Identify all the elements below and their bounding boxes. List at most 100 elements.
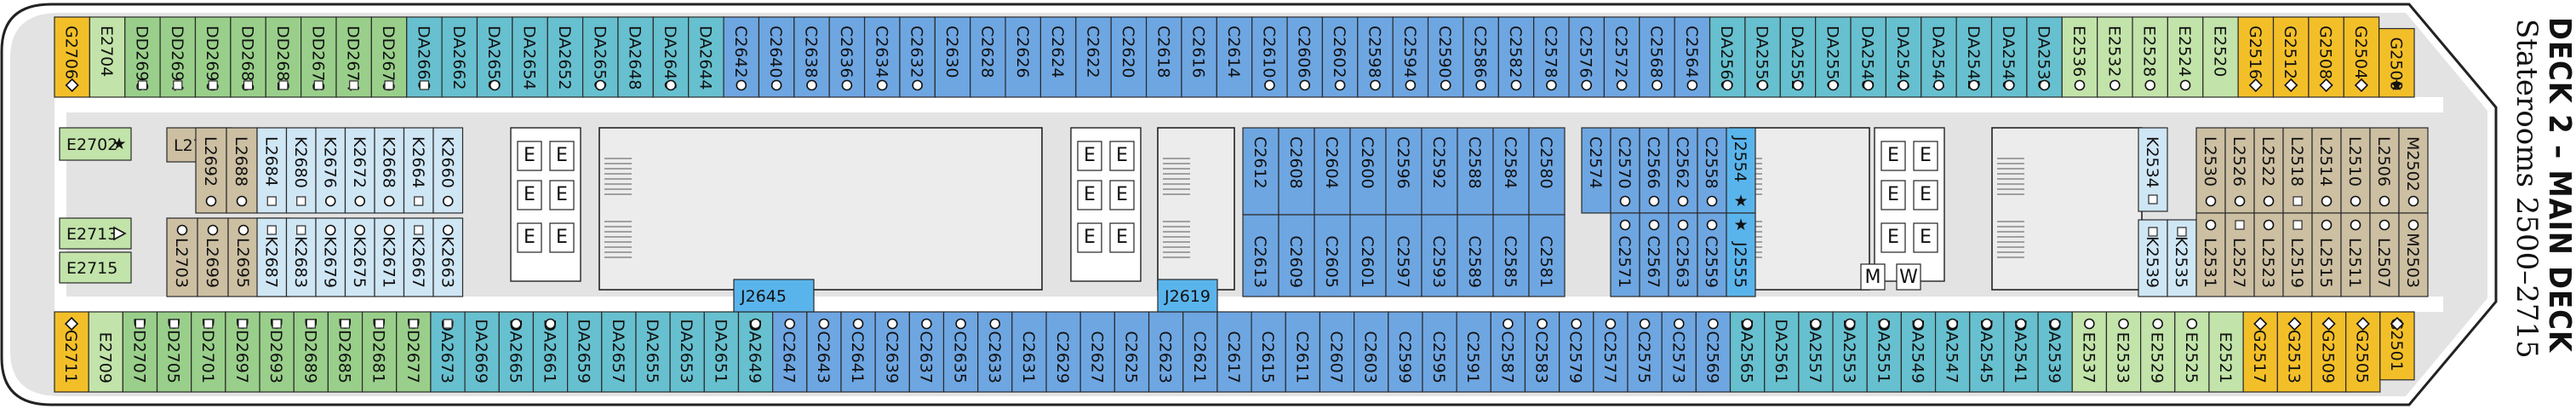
stateroom-c2583[interactable]: C2583	[1524, 311, 1560, 393]
stateroom-c2594[interactable]: C2594	[1392, 16, 1429, 98]
stateroom-e2521[interactable]: E2521	[2208, 311, 2244, 393]
stateroom-c2575[interactable]: C2575	[1627, 311, 1663, 393]
stateroom-l2522[interactable]: L2522	[2253, 127, 2284, 214]
stateroom-c2567[interactable]: C2567	[1639, 212, 1669, 297]
stateroom-k2664[interactable]: K2664	[403, 127, 434, 214]
stateroom-c2562[interactable]: C2562	[1668, 127, 1698, 214]
stateroom-dd2690[interactable]: DD2690	[194, 16, 232, 98]
stateroom-e2704[interactable]: E2704	[89, 16, 126, 98]
stateroom-j2555[interactable]: J2555★	[1726, 212, 1756, 297]
stateroom-c2625[interactable]: C2625	[1113, 311, 1150, 393]
stateroom-c2585[interactable]: C2585	[1492, 214, 1530, 297]
stateroom-da2644[interactable]: DA2644	[688, 16, 724, 98]
stateroom-g2501[interactable]: G2501	[2379, 311, 2415, 381]
stateroom-e2528[interactable]: E2528	[2132, 16, 2168, 98]
stateroom-da2669[interactable]: DA2669	[464, 311, 500, 393]
stateroom-c2636[interactable]: C2636	[828, 16, 866, 98]
stateroom-da2542[interactable]: DA2542	[1955, 16, 1993, 98]
stateroom-g2504[interactable]: G2504	[2343, 16, 2380, 98]
stateroom-c2628[interactable]: C2628	[970, 16, 1006, 98]
stateroom-c2597[interactable]: C2597	[1385, 214, 1423, 297]
stateroom-c2558[interactable]: C2558	[1697, 127, 1727, 214]
stateroom-c2608[interactable]: C2608	[1278, 127, 1315, 216]
stateroom-l2507[interactable]: L2507	[2369, 212, 2400, 297]
stateroom-c2572[interactable]: C2572	[1603, 16, 1640, 98]
stateroom-da2666[interactable]: DA2666	[406, 16, 443, 98]
stateroom-da2650[interactable]: DA2650	[581, 16, 619, 98]
stateroom-e2537[interactable]: E2537	[2071, 311, 2108, 393]
stateroom-l2688[interactable]: L2688	[226, 127, 258, 214]
stateroom-g2516[interactable]: G2516	[2237, 16, 2275, 98]
stateroom-c2643[interactable]: C2643	[806, 311, 842, 393]
stateroom-g2512[interactable]: G2512	[2272, 16, 2310, 98]
stateroom-c2606[interactable]: C2606	[1286, 16, 1324, 98]
stateroom-k2535[interactable]: K2535	[2167, 219, 2197, 297]
stateroom-dd2698[interactable]: DD2698	[124, 16, 161, 98]
stateroom-k2687[interactable]: K2687	[256, 217, 288, 297]
stateroom-c2599[interactable]: C2599	[1388, 311, 1423, 393]
stateroom-g2500[interactable]: G2500★	[2379, 27, 2415, 98]
stateroom-l2515[interactable]: L2515	[2311, 212, 2342, 297]
stateroom-e2520[interactable]: E2520	[2202, 16, 2239, 98]
stateroom-e2709[interactable]: E2709	[88, 311, 123, 393]
stateroom-l2527[interactable]: L2527	[2224, 212, 2255, 297]
stateroom-c2614[interactable]: C2614	[1216, 16, 1253, 98]
stateroom-da2556[interactable]: DA2556	[1744, 16, 1781, 98]
stateroom-da2548[interactable]: DA2548	[1850, 16, 1887, 98]
stateroom-l2519[interactable]: L2519	[2282, 212, 2313, 297]
stateroom-e2529[interactable]: E2529	[2140, 311, 2176, 393]
stateroom-da2560[interactable]: DA2560	[1709, 16, 1746, 98]
stateroom-da2561[interactable]: DA2561	[1764, 311, 1800, 393]
stateroom-l2523[interactable]: L2523	[2253, 212, 2284, 297]
stateroom-da2652[interactable]: DA2652	[547, 16, 584, 98]
stateroom-da2545[interactable]: DA2545	[1969, 311, 2005, 393]
stateroom-da2662[interactable]: DA2662	[441, 16, 478, 98]
stateroom-dd2674[interactable]: DD2674	[335, 16, 372, 98]
stateroom-g2706[interactable]: G2706	[54, 16, 90, 98]
stateroom-da2658[interactable]: DA2658	[476, 16, 513, 98]
stateroom-k2539[interactable]: K2539	[2138, 219, 2168, 297]
stateroom-c2627[interactable]: C2627	[1079, 311, 1115, 393]
stateroom-c2591[interactable]: C2591	[1456, 311, 1491, 393]
stateroom-l2692[interactable]: L2692	[195, 127, 227, 214]
stateroom-dd2686[interactable]: DD2686	[230, 16, 266, 98]
stateroom-da2539[interactable]: DA2539	[2037, 311, 2073, 393]
stateroom-dd2701[interactable]: DD2701	[191, 311, 226, 393]
stateroom-c2574[interactable]: C2574	[1581, 127, 1611, 214]
stateroom-c2616[interactable]: C2616	[1181, 16, 1217, 98]
stateroom-k2679[interactable]: K2679	[315, 217, 346, 297]
stateroom-c2568[interactable]: C2568	[1639, 16, 1675, 98]
stateroom-c2587[interactable]: C2587	[1490, 311, 1526, 393]
stateroom-c2582[interactable]: C2582	[1497, 16, 1535, 98]
stateroom-k2671[interactable]: K2671	[374, 217, 405, 297]
stateroom-c2638[interactable]: C2638	[793, 16, 830, 98]
stateroom-c2609[interactable]: C2609	[1278, 214, 1315, 297]
stateroom-e2536[interactable]: E2536	[2061, 16, 2098, 98]
stateroom-c2589[interactable]: C2589	[1457, 214, 1494, 297]
stateroom-c2586[interactable]: C2586	[1463, 16, 1499, 98]
stateroom-l2703[interactable]: L2703	[166, 217, 198, 297]
stateroom-da2646[interactable]: DA2646	[652, 16, 690, 98]
stateroom-c2563[interactable]: C2563	[1668, 212, 1698, 297]
stateroom-c2598[interactable]: C2598	[1357, 16, 1394, 98]
stateroom-m2503[interactable]: M2503	[2398, 212, 2429, 297]
stateroom-da2538[interactable]: DA2538	[2026, 16, 2063, 98]
stateroom-da2659[interactable]: DA2659	[567, 311, 603, 393]
stateroom-e2702[interactable]: E2702★	[59, 127, 132, 161]
stateroom-g2509[interactable]: G2509	[2310, 311, 2347, 393]
stateroom-dd2705[interactable]: DD2705	[156, 311, 192, 393]
stateroom-g2711[interactable]: G2711	[54, 311, 89, 393]
stateroom-c2618[interactable]: C2618	[1145, 16, 1182, 98]
stateroom-c2603[interactable]: C2603	[1354, 311, 1389, 393]
stateroom-da2665[interactable]: DA2665	[498, 311, 535, 393]
stateroom-c2596[interactable]: C2596	[1385, 127, 1423, 216]
stateroom-c2571[interactable]: C2571	[1610, 212, 1640, 297]
stateroom-c2615[interactable]: C2615	[1251, 311, 1286, 393]
stateroom-g2517[interactable]: G2517	[2242, 311, 2278, 393]
stateroom-da2654[interactable]: DA2654	[512, 16, 548, 98]
stateroom-k2675[interactable]: K2675	[344, 217, 375, 297]
stateroom-c2581[interactable]: C2581	[1528, 214, 1566, 297]
stateroom-da2673[interactable]: DA2673	[430, 311, 466, 393]
stateroom-dd2694[interactable]: DD2694	[159, 16, 197, 98]
stateroom-l2506[interactable]: L2506	[2369, 127, 2400, 214]
